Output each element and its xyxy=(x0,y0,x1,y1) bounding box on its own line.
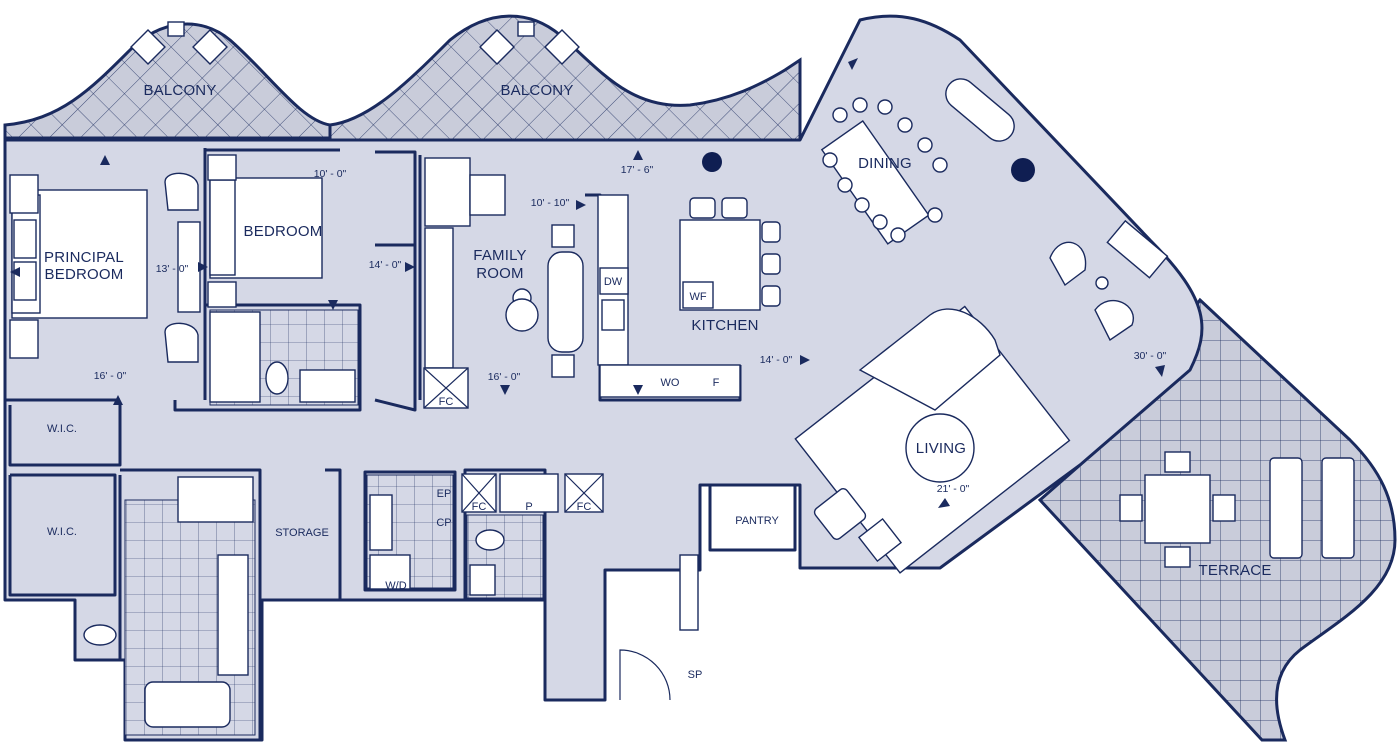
ensuite-toilet xyxy=(83,624,117,646)
vanity-bedroom-bath xyxy=(299,369,356,403)
kitchen-label: KITCHEN xyxy=(691,317,758,334)
dim-14-0-kitchen: 14' - 0" xyxy=(760,354,793,366)
fc-right-cross xyxy=(564,473,604,513)
fc-family-tag: FC xyxy=(439,396,454,408)
balcony-right-label: BALCONY xyxy=(500,82,573,99)
fc-left-cross xyxy=(461,473,497,513)
dim-10-10: 10' - 10" xyxy=(531,197,570,209)
fc-left-tag: FC xyxy=(472,501,487,513)
toilet-bedroom-bath xyxy=(265,361,289,395)
terrace-furniture xyxy=(1119,451,1355,568)
lounge-side-table xyxy=(1095,276,1109,290)
dining-table-set xyxy=(820,97,948,245)
dim-17-6: 17' - 6" xyxy=(621,164,654,176)
balcony-left-area xyxy=(3,22,332,140)
p-tag: P xyxy=(525,501,532,513)
living-label: LIVING xyxy=(916,440,966,457)
dw-tag: DW xyxy=(604,276,623,288)
dim-10-0: 10' - 0" xyxy=(314,168,347,180)
ensuite-shower xyxy=(177,476,254,523)
column-left xyxy=(702,152,722,172)
column-right xyxy=(1011,158,1035,182)
wic-upper-label: W.I.C. xyxy=(47,423,77,435)
side-table-bottom xyxy=(551,354,575,378)
terrace-label: TERRACE xyxy=(1198,562,1271,579)
family-console xyxy=(547,251,584,353)
dim-14-0-bedroom: 14' - 0" xyxy=(369,259,402,271)
balcony-left-label: BALCONY xyxy=(143,82,216,99)
family-chair xyxy=(469,174,506,216)
fc-right-tag: FC xyxy=(577,501,592,513)
balcony-chairs xyxy=(130,21,580,65)
principal-bedroom-label-2: BEDROOM xyxy=(45,266,124,283)
sp-tag: SP xyxy=(688,669,703,681)
wf-tag: WF xyxy=(689,291,706,303)
bedroom-label: BEDROOM xyxy=(244,223,323,240)
cp-tag: CP xyxy=(436,517,451,529)
shower xyxy=(209,311,261,403)
exterior-wall xyxy=(3,14,1204,742)
wine-fridge xyxy=(682,281,714,309)
dimension-arrows xyxy=(10,58,1165,508)
wd-tag: W/D xyxy=(385,580,406,592)
living-area xyxy=(794,305,1071,574)
powder-toilet xyxy=(475,529,505,551)
secondary-bed xyxy=(207,154,323,308)
fc-family-cross xyxy=(423,367,469,409)
kitchen-counter-bottom xyxy=(599,364,741,398)
dining-sideboard xyxy=(945,78,1015,142)
principal-bed xyxy=(9,174,148,359)
bedroom-armchairs xyxy=(164,172,199,363)
lounge-chair-top xyxy=(1049,241,1087,287)
dim-16-0-bedroom: 16' - 0" xyxy=(94,370,127,382)
side-table-top xyxy=(551,224,575,248)
dim-21-0: 21' - 0" xyxy=(937,483,970,495)
wo-tag: WO xyxy=(661,377,680,389)
family-room-label-2: ROOM xyxy=(476,265,523,282)
ensuite-tub xyxy=(144,681,231,728)
dishwasher xyxy=(599,267,629,295)
laundry-washer-dryer xyxy=(369,554,411,590)
pantry-label: PANTRY xyxy=(735,515,779,527)
powder-vanity xyxy=(469,564,496,596)
family-cabinet xyxy=(424,157,471,227)
family-sofa xyxy=(424,227,454,369)
p-closet xyxy=(499,473,559,513)
family-ottoman-bottom xyxy=(505,298,539,332)
f-tag: F xyxy=(713,377,720,389)
interior-walls xyxy=(5,148,797,740)
dim-13-0: 13' - 0" xyxy=(156,263,189,275)
entry-closet xyxy=(679,554,699,631)
ensuite-vanity xyxy=(217,554,249,676)
wic-lower-label: W.I.C. xyxy=(47,526,77,538)
dining-label: DINING xyxy=(858,155,912,172)
ep-tag: EP xyxy=(437,488,452,500)
dim-30-0: 30' - 0" xyxy=(1134,350,1167,362)
dim-16-0-family: 16' - 0" xyxy=(488,371,521,383)
family-room-label-1: FAMILY xyxy=(473,247,526,264)
storage-label: STORAGE xyxy=(275,527,329,539)
island-stools xyxy=(689,197,781,307)
principal-bedroom-label-1: PRINCIPAL xyxy=(44,249,124,266)
entry-door-swing xyxy=(619,649,671,701)
laundry-counter xyxy=(369,494,393,551)
lounge-chair-bottom xyxy=(1094,299,1135,342)
fireplace xyxy=(1106,219,1169,279)
kitchen-sink xyxy=(601,299,625,331)
